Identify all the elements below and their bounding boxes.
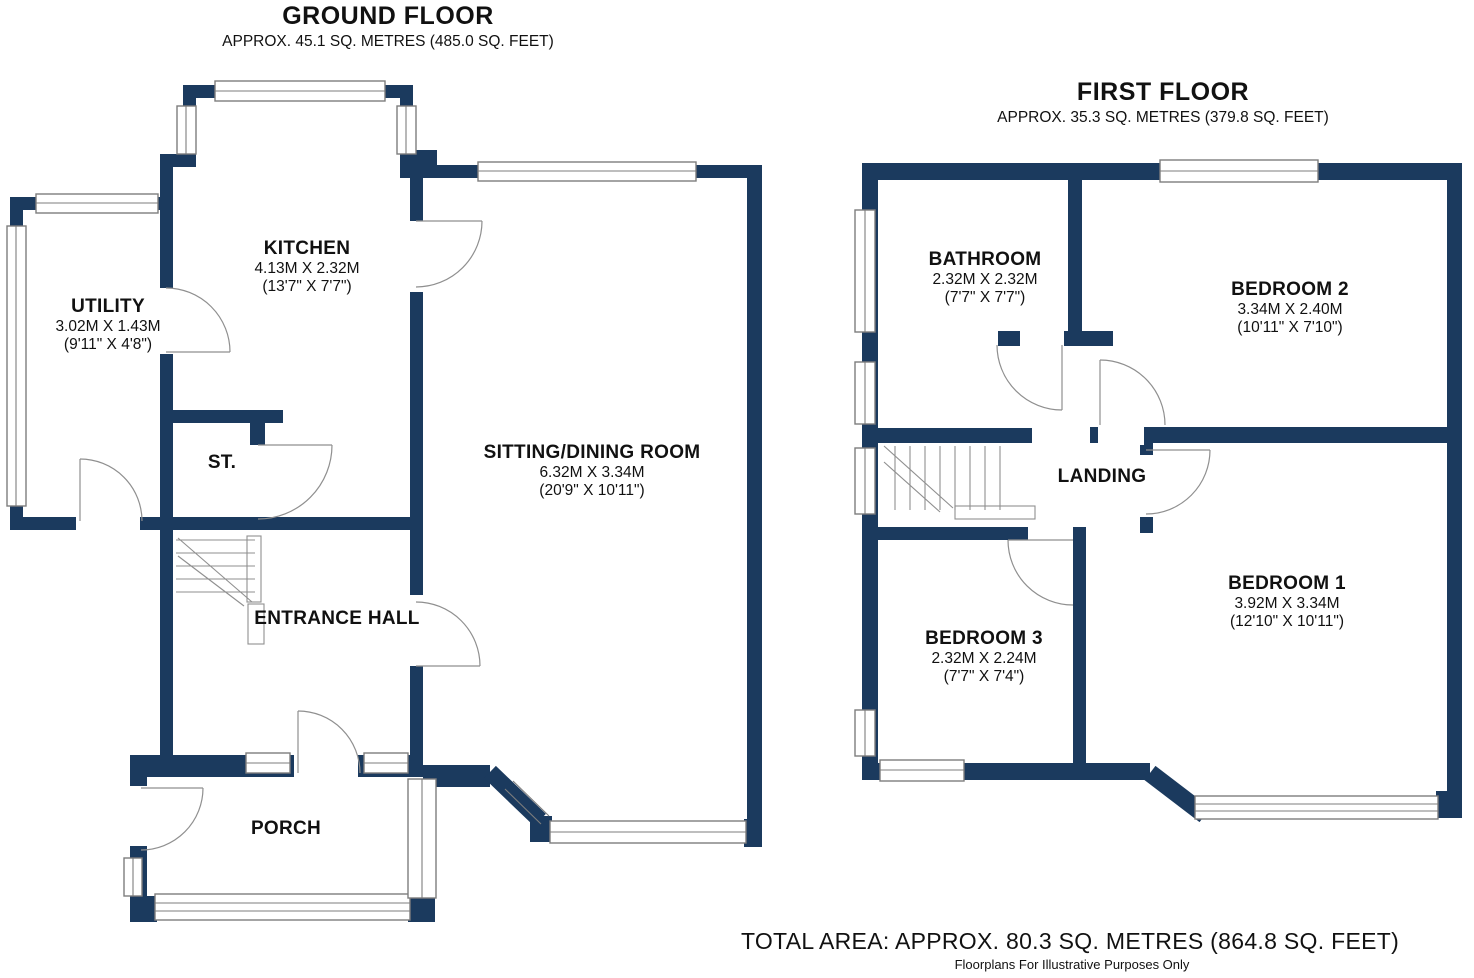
room-name: KITCHEN [263, 238, 351, 259]
room-label-entrance-hall: ENTRANCE HALL [252, 608, 422, 630]
room-name: PORCH [250, 818, 322, 839]
first-floor-subtitle: APPROX. 35.3 SQ. METRES (379.8 SQ. FEET) [997, 108, 1329, 126]
room-dim-metric: 3.92M X 3.34M [1234, 594, 1340, 612]
room-name: ENTRANCE HALL [254, 608, 420, 629]
room-label-kitchen: KITCHEN 4.13M X 2.32M (13'7" X 7'7") [197, 238, 417, 295]
ground-floor-subtitle: APPROX. 45.1 SQ. METRES (485.0 SQ. FEET) [222, 32, 554, 50]
first-floor-doors [996, 344, 1211, 606]
room-dim-imperial: (10'11" X 7'10") [1237, 318, 1343, 336]
room-dim-imperial: (20'9" X 10'11") [539, 481, 645, 499]
ground-floor-title: GROUND FLOOR [282, 2, 494, 30]
first-floor-door-openings [1020, 329, 1155, 517]
ground-floor-door-openings [76, 221, 425, 846]
room-dim-imperial: (13'7" X 7'7") [262, 277, 352, 295]
first-floor-title: FIRST FLOOR [1076, 78, 1250, 106]
ground-floor-plan [6, 80, 762, 922]
room-dim-imperial: (7'7" X 7'7") [944, 288, 1026, 306]
first-floor-windows [854, 159, 1439, 820]
ground-floor-doors [79, 220, 483, 851]
room-name: UTILITY [71, 296, 145, 317]
room-label-bedroom-1: BEDROOM 1 3.92M X 3.34M (12'10" X 10'11"… [1167, 573, 1407, 630]
room-dim-metric: 2.32M X 2.24M [931, 649, 1037, 667]
room-name: LANDING [1057, 466, 1147, 487]
room-dim-imperial: (9'11" X 4'8") [63, 335, 153, 353]
total-area-text: TOTAL AREA: APPROX. 80.3 SQ. METRES (864… [740, 928, 1400, 954]
room-name: BEDROOM 3 [925, 628, 1043, 649]
room-dim-metric: 6.32M X 3.34M [539, 463, 645, 481]
room-label-bedroom-2: BEDROOM 2 3.34M X 2.40M (10'11" X 7'10") [1175, 279, 1405, 336]
room-dim-metric: 4.13M X 2.32M [254, 259, 360, 277]
first-floor-plan [854, 159, 1462, 823]
room-dim-metric: 3.02M X 1.43M [55, 317, 161, 335]
room-label-sitting-dining: SITTING/DINING ROOM 6.32M X 3.34M (20'9"… [477, 442, 707, 499]
room-label-utility: UTILITY 3.02M X 1.43M (9'11" X 4'8") [8, 296, 208, 353]
room-name: BEDROOM 1 [1228, 573, 1346, 594]
room-name: BATHROOM [928, 249, 1042, 270]
room-label-bedroom-3: BEDROOM 3 2.32M X 2.24M (7'7" X 7'4") [874, 628, 1094, 685]
room-name: BEDROOM 2 [1231, 279, 1349, 300]
room-label-porch: PORCH [216, 818, 356, 840]
room-dim-imperial: (7'7" X 7'4") [943, 667, 1025, 685]
room-dim-metric: 3.34M X 2.40M [1237, 300, 1343, 318]
room-label-bathroom: BATHROOM 2.32M X 2.32M (7'7" X 7'7") [875, 249, 1095, 306]
ground-floor-stairs [176, 535, 265, 645]
first-floor-header: FIRST FLOOR APPROX. 35.3 SQ. METRES (379… [933, 78, 1393, 127]
room-name: ST. [207, 452, 237, 473]
room-label-landing: LANDING [1022, 466, 1182, 488]
ground-floor-windows [6, 80, 747, 921]
room-dim-metric: 2.32M X 2.32M [932, 270, 1038, 288]
room-dim-imperial: (12'10" X 10'11") [1229, 612, 1344, 630]
ground-floor-header: GROUND FLOOR APPROX. 45.1 SQ. METRES (48… [178, 2, 598, 51]
first-floor-stairs [883, 445, 1036, 520]
room-name: SITTING/DINING ROOM [483, 442, 701, 463]
room-label-st: ST. [177, 452, 267, 474]
disclaimer-text: Floorplans For Illustrative Purposes Onl… [954, 957, 1190, 972]
